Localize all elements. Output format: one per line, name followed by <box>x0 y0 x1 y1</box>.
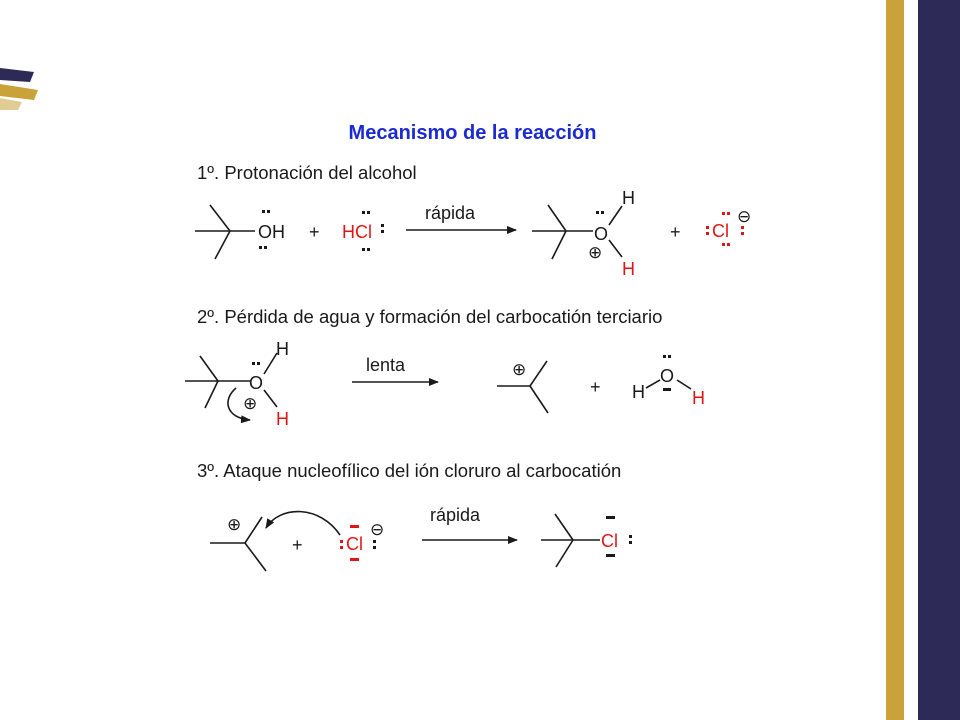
hydrogen-label: H <box>622 259 635 279</box>
oxygen-label: O <box>249 373 263 393</box>
water-molecule: H O H <box>632 355 705 408</box>
side-bar-gap <box>904 0 918 720</box>
tert-butyl-carbocation: ⊕ <box>497 360 549 414</box>
chloride-ion: Cl ⊖ <box>340 520 384 561</box>
cation-charge: ⊕ <box>227 515 241 534</box>
hydroxyl-label: OH <box>258 222 285 242</box>
slide-title: Mecanismo de la reacción <box>348 122 597 144</box>
arrow-label-fast: rápida <box>430 505 481 525</box>
hcl-label: HCl <box>342 222 372 242</box>
step-1-title: 1º. Protonación del alcohol <box>197 162 417 183</box>
oxygen-label: O <box>594 224 608 244</box>
anion-charge: ⊖ <box>370 520 384 539</box>
arrow-label-slow: lenta <box>366 355 406 375</box>
navy-side-bar <box>918 0 960 720</box>
oxonium-ion: O H H ⊕ <box>532 188 635 279</box>
corner-decoration <box>0 68 38 110</box>
plus-sign: + <box>670 222 681 242</box>
cation-charge: ⊕ <box>588 243 602 262</box>
cation-charge: ⊕ <box>243 394 257 413</box>
gold-side-bar <box>886 0 904 720</box>
chlorine-label: Cl <box>346 534 363 554</box>
curved-arrow <box>265 510 341 536</box>
hydrogen-label: H <box>276 339 289 359</box>
chlorine-label: Cl <box>601 531 618 551</box>
chloride-ion: Cl ⊖ <box>706 207 751 246</box>
step-3-title: 3º. Ataque nucleofílico del ión cloruro … <box>197 460 622 481</box>
plus-sign: + <box>292 535 303 555</box>
oxonium-ion-reactant: O H H ⊕ <box>185 339 289 429</box>
cation-charge: ⊕ <box>512 360 526 379</box>
hydrogen-label: H <box>692 388 705 408</box>
reaction-scheme: OH + HCl rápida O H H ⊕ + Cl ⊖ O <box>185 188 751 572</box>
tert-butyl-chloride: Cl <box>541 513 632 568</box>
curved-arrow <box>227 387 251 424</box>
hydrogen-label: H <box>276 409 289 429</box>
tert-butyl-carbocation: ⊕ <box>210 515 267 572</box>
chlorine-label: Cl <box>712 221 729 241</box>
arrow-label-fast: rápida <box>425 203 476 223</box>
plus-sign: + <box>309 222 320 242</box>
hydrogen-label: H <box>632 382 645 402</box>
tert-butanol: OH <box>195 204 285 260</box>
step-2-title: 2º. Pérdida de agua y formación del carb… <box>197 306 663 327</box>
plus-sign: + <box>590 377 601 397</box>
oxygen-label: O <box>660 366 674 386</box>
hydrogen-label: H <box>622 188 635 208</box>
anion-charge: ⊖ <box>737 207 751 226</box>
hydrogen-chloride: HCl <box>342 211 384 251</box>
